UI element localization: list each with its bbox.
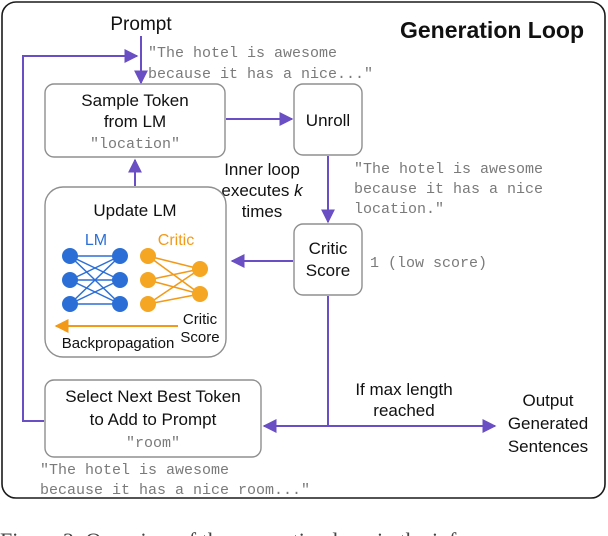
lm-network-label: LM [85, 232, 107, 249]
select-token-value: "room" [126, 435, 180, 452]
inner-loop-line2: executes k [221, 181, 304, 200]
final-text-line2: because it has a nice room..." [40, 482, 310, 499]
critic-score-value: 1 (low score) [370, 255, 487, 272]
unroll-label: Unroll [306, 111, 350, 130]
inner-loop-line3: times [242, 202, 283, 221]
select-token-box [44, 379, 262, 458]
sample-token-value: "location" [90, 136, 180, 153]
backprop-label: Backpropagation [62, 335, 175, 352]
sample-token-box [44, 83, 226, 158]
update-lm-box [44, 186, 227, 358]
critic-network-label: Critic [158, 232, 194, 249]
loop-back-arrow [22, 49, 139, 422]
inner-loop-line1: Inner loop [224, 160, 300, 179]
sample-token-line1: Sample Token [81, 91, 188, 110]
output-line3: Sentences [508, 437, 588, 456]
max-length-line1: If max length [355, 380, 452, 399]
figure-caption: Figure 2: Overview of the generation loo… [0, 528, 514, 536]
critic-score-box [293, 223, 363, 296]
critic-score-inner-line1: Critic [183, 311, 218, 328]
update-lm-title: Update LM [93, 201, 176, 220]
critic-network-nodes [140, 248, 208, 312]
prompt-text-line1: "The hotel is awesome [148, 45, 337, 62]
unrolled-text-line1: "The hotel is awesome [354, 161, 543, 178]
lm-network [69, 255, 121, 305]
prompt-text-line2: because it has a nice..." [148, 66, 373, 83]
critic-score-line2: Score [306, 261, 350, 280]
lm-network-nodes [62, 248, 128, 312]
critic-score-line1: Critic [309, 239, 348, 258]
prompt-label: Prompt [110, 14, 172, 35]
select-token-line1: Select Next Best Token [65, 387, 240, 406]
select-token-line2: to Add to Prompt [90, 410, 217, 429]
unrolled-text-line2: because it has a nice [354, 181, 543, 198]
outer-frame [1, 1, 606, 499]
unrolled-text-line3: location." [354, 201, 444, 218]
unroll-box [293, 83, 363, 156]
critic-network [147, 255, 201, 305]
output-line1: Output [522, 391, 573, 410]
max-length-line2: reached [373, 401, 434, 420]
final-text-line1: "The hotel is awesome [40, 462, 229, 479]
diagram-title: Generation Loop [400, 17, 584, 43]
output-line2: Generated [508, 414, 588, 433]
critic-score-inner-line2: Score [180, 329, 219, 346]
sample-token-line2: from LM [104, 112, 166, 131]
